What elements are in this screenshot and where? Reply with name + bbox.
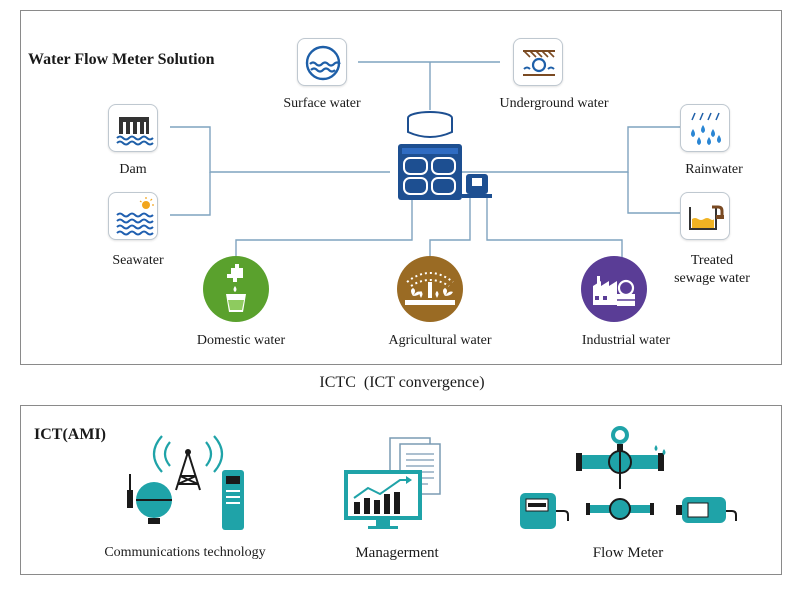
seawater-label: Seawater [112, 253, 164, 268]
domestic-water-icon [203, 256, 269, 322]
underground-water-label: Underground water [499, 96, 609, 111]
communications-icon [127, 435, 244, 530]
surface-water-icon [297, 38, 347, 86]
dam-label: Dam [119, 162, 147, 177]
industrial-water-icon [581, 256, 647, 322]
flow-meter-label: Flow Meter [592, 545, 664, 561]
management-icon [344, 437, 441, 529]
underground-water-icon [513, 38, 563, 86]
flow-meter-icon [520, 426, 737, 529]
domestic-water-label: Domestic water [196, 333, 286, 348]
treated-sewage-label-line2: sewage water [674, 271, 750, 286]
agricultural-water-label: Agricultural water [388, 333, 492, 348]
dam-icon [108, 104, 158, 152]
management-label: Managerment [355, 545, 439, 561]
industrial-water-label: Industrial water [581, 333, 671, 348]
central-flow-meter-icon [398, 111, 492, 200]
ictc-label: ICTC (ICT convergence) [319, 374, 485, 391]
surface-water-label: Surface water [283, 96, 361, 111]
agricultural-water-icon [397, 256, 463, 322]
treated-sewage-icon [680, 192, 730, 240]
rainwater-label: Rainwater [685, 162, 743, 177]
rainwater-icon [680, 104, 730, 152]
treated-sewage-label-line1: Treated [690, 253, 734, 268]
water-solution-panel [20, 10, 782, 365]
ict-ami-title: ICT(AMI) [34, 426, 106, 443]
seawater-icon [108, 192, 158, 240]
communications-label: Communications technology [104, 545, 266, 560]
ict-ami-panel [20, 405, 782, 575]
panel-title: Water Flow Meter Solution [28, 51, 215, 68]
